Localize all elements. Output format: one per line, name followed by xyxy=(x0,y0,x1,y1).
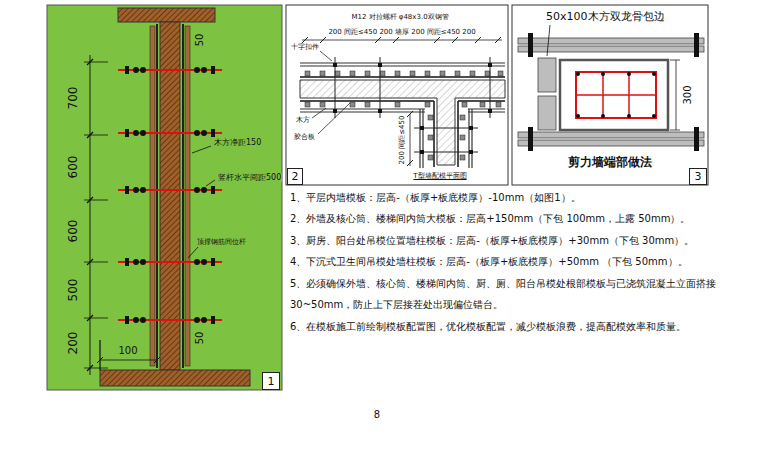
annotation-label: 顶撑钢筋间位杆 xyxy=(196,238,247,246)
figure-2 xyxy=(286,5,508,185)
annotation-label: 木方净距150 xyxy=(213,138,262,147)
note-text: 5、必须确保外墙、核心筒、楼梯间内筒、厨、厕、阳台吊模处根部模板与已浇筑混凝土立… xyxy=(290,273,722,315)
dimension-label: 50 xyxy=(194,331,206,346)
dimension-label: 50 xyxy=(194,33,206,48)
note-text: 6、在模板施工前绘制模板配置图，优化模板配置，减少模板浪费，提高配模效率和质量。 xyxy=(290,316,722,337)
figure-caption: T型墙配模平面图 xyxy=(412,172,467,180)
annotation-label: 胶合板 xyxy=(293,133,316,141)
note-text: 2、外墙及核心筒、楼梯间内筒大模板：层高+150mm（下包 100mm，上露 5… xyxy=(290,208,722,229)
figure-1 xyxy=(47,5,282,390)
annotation-label: 50x100木方双龙骨包边 xyxy=(545,11,666,24)
page-number: 8 xyxy=(373,409,381,421)
dimension-label: 500 xyxy=(67,278,81,303)
dimension-label: 600 xyxy=(67,155,81,180)
note-text: 1、平层内墙模板：层高-（板厚+板底模厚）-10mm（如图1）。 xyxy=(290,187,722,208)
dimension-label: 100 xyxy=(117,345,138,357)
annotation-label: M12 对拉螺杆 φ48x3.0双钢管 xyxy=(350,13,449,21)
figure-number-text: 3 xyxy=(695,171,702,182)
note-text: 4、下沉式卫生间吊模处墙柱模板：层高-（板厚+板底模厚）+50mm （下包 50… xyxy=(290,251,722,272)
annotation-label: 竖杆水平间距500 xyxy=(217,173,282,182)
dimension-label: 700 xyxy=(67,86,81,111)
dimension-label: 300 xyxy=(682,84,694,105)
figure-number: 3 xyxy=(689,168,707,185)
figure-number-text: 1 xyxy=(268,376,275,387)
annotation-label: 十字扣件 xyxy=(290,43,320,51)
dimension-label: 200 间距≤450 200 墙厚 200 间距≤450 200 xyxy=(327,28,476,36)
dimension-label: 200 xyxy=(67,331,81,356)
note-text: 3、厨房、阳台处吊模位置墙柱模板：层高-（板厚+板底模厚）+30mm（下包 30… xyxy=(290,230,722,251)
figure-number-text: 2 xyxy=(292,171,299,182)
figure-number: 2 xyxy=(287,168,303,185)
dimension-label: 600 xyxy=(67,219,81,244)
dimension-label: 200 间距≤450 xyxy=(398,115,406,166)
figure-caption: 剪力墙端部做法 xyxy=(567,156,653,170)
figure-3 xyxy=(512,5,708,185)
figure-number: 1 xyxy=(262,372,280,390)
annotation-label: 木方 xyxy=(295,116,311,124)
